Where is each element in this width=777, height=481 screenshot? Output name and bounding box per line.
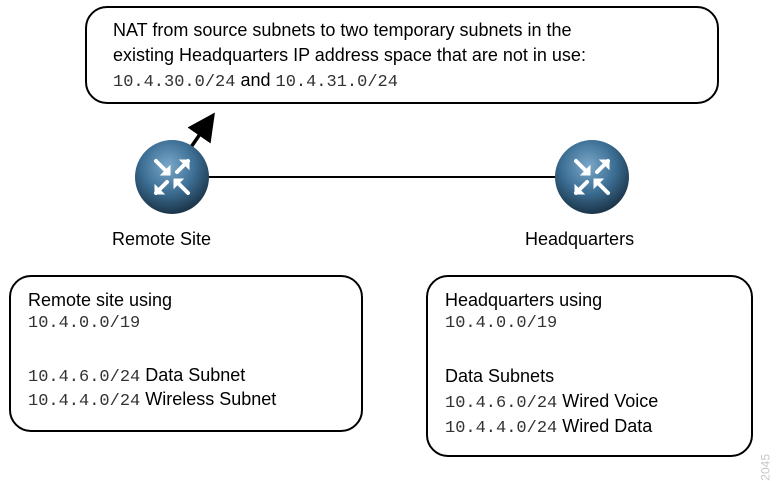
headquarters-router-icon xyxy=(555,140,629,214)
hq-subnet-2-desc: Wired Data xyxy=(562,416,653,436)
headquarters-info-box: Headquarters using 10.4.0.0/19 Data Subn… xyxy=(426,275,753,457)
remote-site-label: Remote Site xyxy=(112,229,212,249)
hq-box-heading: Headquarters using xyxy=(445,290,603,310)
remote-box-range: 10.4.0.0/19 xyxy=(28,314,141,333)
remote-site-router-icon xyxy=(135,140,209,214)
nat-note-line-3: 10.4.30.0/24 and 10.4.31.0/24 xyxy=(113,69,398,94)
figure-id: 2045 xyxy=(759,454,773,481)
remote-subnet-2-desc: Wireless Subnet xyxy=(145,389,277,409)
hq-subnet-1: 10.4.6.0/24 xyxy=(445,394,558,413)
nat-subnet-b: 10.4.31.0/24 xyxy=(275,73,398,92)
remote-subnet-row: 10.4.6.0/24 Data Subnet xyxy=(28,364,245,389)
network-diagram xyxy=(135,112,629,214)
hq-box-range: 10.4.0.0/19 xyxy=(445,314,558,333)
nat-note-line-2: existing Headquarters IP address space t… xyxy=(113,45,586,65)
hq-subnet-1-desc: Wired Voice xyxy=(562,391,659,411)
hq-subnet-row: 10.4.6.0/24 Wired Voice xyxy=(445,390,658,415)
hq-box-subheading: Data Subnets xyxy=(445,366,555,386)
nat-subnet-a: 10.4.30.0/24 xyxy=(113,73,236,92)
remote-box-heading: Remote site using xyxy=(28,290,173,310)
nat-pointer-arrow xyxy=(187,112,215,151)
remote-subnet-1-desc: Data Subnet xyxy=(145,365,246,385)
headquarters-label: Headquarters xyxy=(525,229,635,249)
remote-site-info-box: Remote site using 10.4.0.0/19 10.4.6.0/2… xyxy=(9,275,363,432)
nat-note-line-1: NAT from source subnets to two temporary… xyxy=(113,20,572,40)
hq-subnet-2: 10.4.4.0/24 xyxy=(445,419,558,438)
nat-joiner: and xyxy=(240,70,271,90)
remote-subnet-row: 10.4.4.0/24 Wireless Subnet xyxy=(28,388,276,413)
remote-subnet-2: 10.4.4.0/24 xyxy=(28,392,141,411)
remote-subnet-1: 10.4.6.0/24 xyxy=(28,368,141,387)
nat-note-callout: NAT from source subnets to two temporary… xyxy=(85,6,719,104)
hq-subnet-row: 10.4.4.0/24 Wired Data xyxy=(445,415,652,440)
